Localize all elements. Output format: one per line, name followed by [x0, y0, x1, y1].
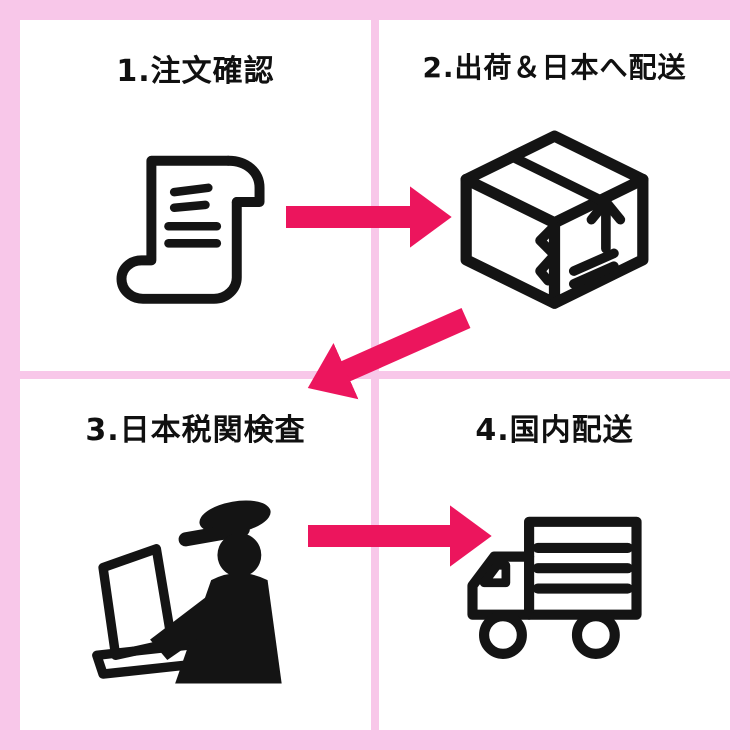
step-1-cell: 1.注文確認 [20, 20, 371, 371]
package-box-icon [460, 130, 649, 309]
process-grid: 1.注文確認 2.出荷＆日本へ配送 [20, 20, 730, 730]
step-2-cell: 2.出荷＆日本へ配送 [379, 20, 730, 371]
step-4-title: 4.国内配送 [475, 413, 634, 448]
step-3-cell: 3.日本税関検査 [20, 379, 371, 730]
delivery-truck-icon [467, 516, 642, 659]
officer-cap [178, 500, 271, 547]
step-2-title: 2.出荷＆日本へ配送 [422, 51, 687, 84]
step-4-cell: 4.国内配送 [379, 379, 730, 730]
order-scroll-icon [116, 155, 265, 304]
step-3-title: 3.日本税関検査 [85, 413, 306, 448]
step-1-title: 1.注文確認 [116, 54, 275, 89]
customs-officer-icon [92, 500, 282, 684]
